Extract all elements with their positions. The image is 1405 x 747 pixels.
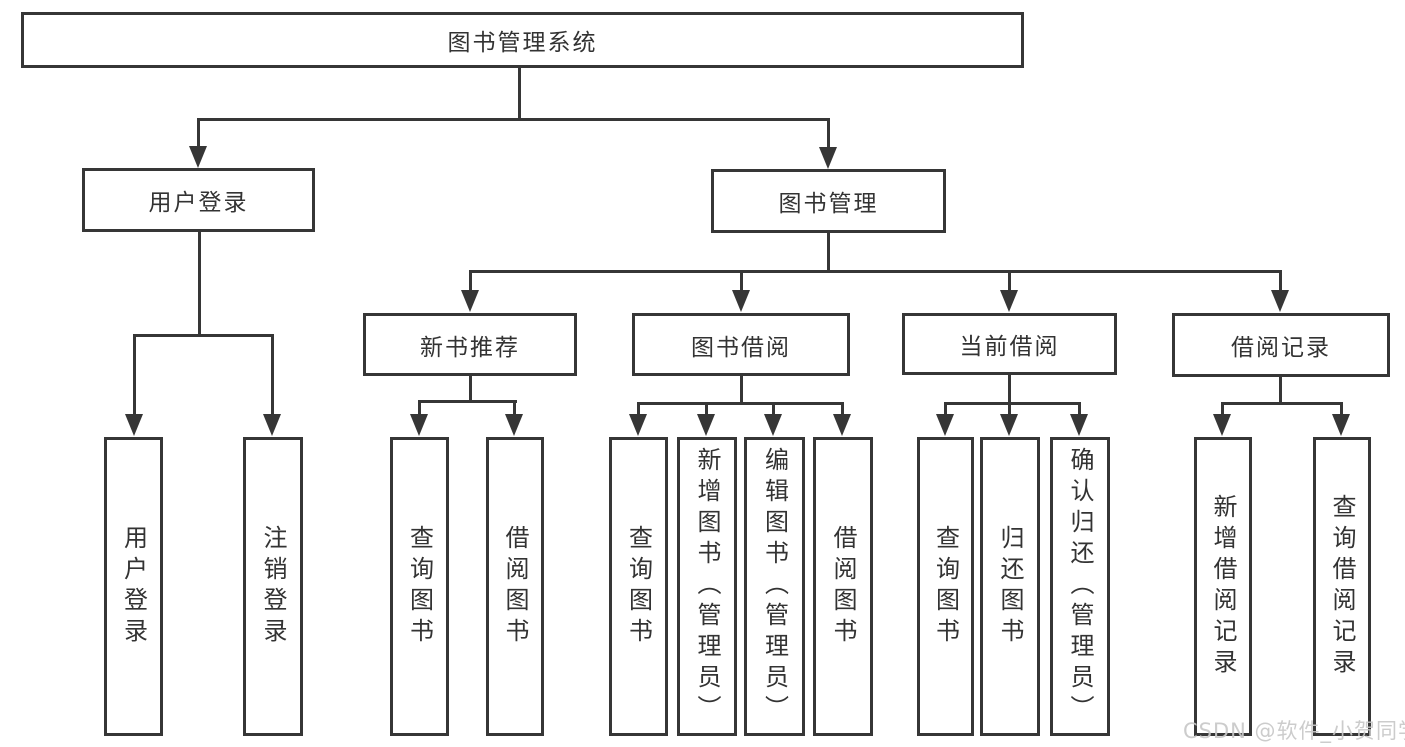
node-user-login: 用户登录 bbox=[82, 168, 315, 232]
arrow-down-icon bbox=[410, 414, 428, 436]
connector-line bbox=[841, 404, 844, 415]
leaf-query-books-1: 查询图书 bbox=[390, 437, 449, 736]
connector-line bbox=[944, 402, 1081, 405]
arrow-down-icon bbox=[833, 414, 851, 436]
arrow-down-icon bbox=[1213, 414, 1231, 436]
connector-line bbox=[271, 337, 274, 416]
arrow-down-icon bbox=[732, 290, 750, 312]
connector-line bbox=[1279, 377, 1282, 404]
connector-line bbox=[197, 118, 830, 121]
leaf-query-books-3: 查询图书 bbox=[917, 437, 974, 736]
connector-line bbox=[1008, 375, 1011, 404]
leaf-borrow-books-2: 借阅图书 bbox=[813, 437, 873, 736]
arrow-down-icon bbox=[629, 414, 647, 436]
connector-line bbox=[772, 404, 775, 415]
arrow-down-icon bbox=[819, 147, 837, 169]
node-current-borrowing: 当前借阅 bbox=[902, 313, 1117, 375]
arrow-down-icon bbox=[1271, 290, 1289, 312]
arrow-down-icon bbox=[189, 146, 207, 168]
leaf-borrow-books-1: 借阅图书 bbox=[486, 437, 544, 736]
node-book-management: 图书管理 bbox=[711, 169, 946, 233]
node-new-book-recommend: 新书推荐 bbox=[363, 313, 577, 376]
connector-line bbox=[1078, 404, 1081, 415]
arrow-down-icon bbox=[125, 414, 143, 436]
leaf-query-books-2: 查询图书 bbox=[609, 437, 668, 736]
connector-line bbox=[1279, 272, 1282, 292]
node-label: 图书管理系统 bbox=[447, 30, 598, 56]
arrow-down-icon bbox=[505, 414, 523, 436]
leaf-add-borrow-record: 新增借阅记录 bbox=[1194, 437, 1252, 736]
connector-line bbox=[1221, 402, 1343, 405]
node-label: 当前借阅 bbox=[959, 334, 1060, 360]
node-borrow-records: 借阅记录 bbox=[1172, 313, 1390, 377]
arrow-down-icon bbox=[461, 290, 479, 312]
arrow-down-icon bbox=[1070, 414, 1088, 436]
connector-line bbox=[827, 233, 830, 271]
leaf-add-book-admin: 新增图书（管理员） bbox=[677, 437, 737, 736]
connector-line bbox=[513, 402, 516, 415]
node-label: 借阅记录 bbox=[1231, 335, 1331, 361]
arrow-down-icon bbox=[936, 414, 954, 436]
node-label: 用户登录 bbox=[148, 190, 249, 216]
connector-line bbox=[469, 272, 472, 292]
node-book-borrowing: 图书借阅 bbox=[632, 313, 850, 376]
leaf-user-login: 用户登录 bbox=[104, 437, 163, 736]
connector-line bbox=[705, 404, 708, 415]
leaf-query-borrow-record: 查询借阅记录 bbox=[1313, 437, 1371, 736]
connector-line bbox=[469, 270, 1282, 273]
connector-line bbox=[518, 68, 521, 119]
arrow-down-icon bbox=[1000, 290, 1018, 312]
leaf-logout: 注销登录 bbox=[243, 437, 303, 736]
arrow-down-icon bbox=[697, 414, 715, 436]
connector-line bbox=[197, 120, 200, 150]
leaf-edit-book-admin: 编辑图书（管理员） bbox=[744, 437, 805, 736]
connector-line bbox=[944, 404, 947, 415]
arrow-down-icon bbox=[1000, 414, 1018, 436]
connector-line bbox=[133, 337, 136, 416]
connector-line bbox=[1221, 404, 1224, 415]
connector-line bbox=[827, 120, 830, 150]
connector-line bbox=[469, 376, 472, 402]
connector-line bbox=[418, 402, 421, 415]
connector-line bbox=[1008, 272, 1011, 292]
arrow-down-icon bbox=[1332, 414, 1350, 436]
connector-line bbox=[1340, 404, 1343, 415]
arrow-down-icon bbox=[263, 414, 281, 436]
node-label: 图书管理 bbox=[778, 191, 879, 217]
node-library-management-system: 图书管理系统 bbox=[21, 12, 1024, 68]
connector-line bbox=[637, 402, 844, 405]
leaf-confirm-return-admin: 确认归还（管理员） bbox=[1050, 437, 1110, 736]
connector-line bbox=[418, 400, 517, 403]
connector-line bbox=[198, 232, 201, 336]
connector-line bbox=[637, 404, 640, 415]
connector-line bbox=[1008, 404, 1011, 415]
node-label: 图书借阅 bbox=[691, 334, 791, 361]
node-label: 新书推荐 bbox=[420, 334, 520, 361]
connector-line bbox=[740, 272, 743, 292]
leaf-return-books: 归还图书 bbox=[980, 437, 1040, 736]
connector-line bbox=[740, 376, 743, 404]
connector-line bbox=[133, 334, 274, 337]
watermark: CSDN @软件_小贺同学 bbox=[1183, 719, 1405, 743]
arrow-down-icon bbox=[764, 414, 782, 436]
